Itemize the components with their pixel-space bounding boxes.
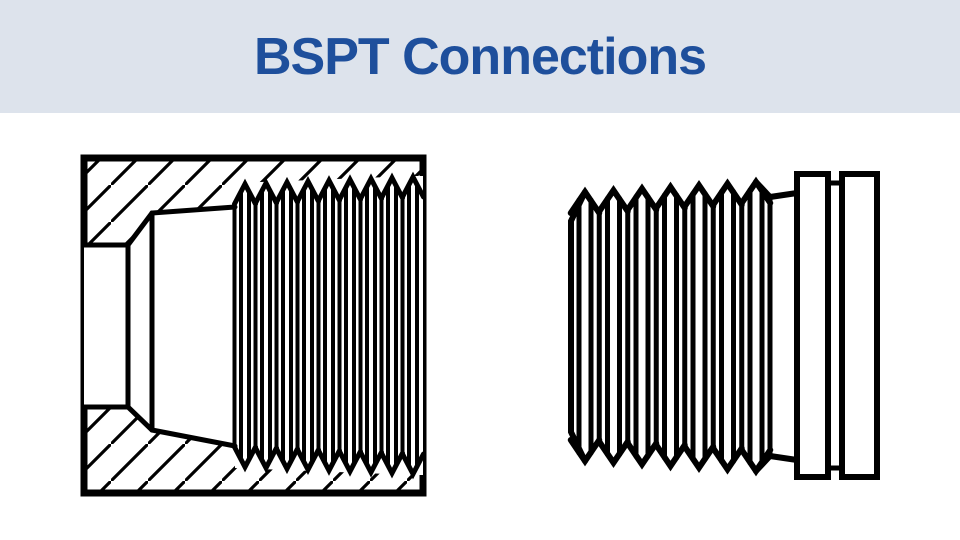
- thread-crest-bottom: [400, 451, 426, 480]
- thread-crest-bottom: [624, 440, 660, 470]
- thread-crest-top: [316, 175, 342, 203]
- thread-crest-top: [596, 184, 631, 215]
- thread-crest-top: [274, 176, 300, 205]
- male-tip-chamfer: [568, 189, 588, 464]
- thread-crest-bottom: [253, 445, 279, 474]
- thread-crest-top: [681, 179, 717, 210]
- thread-crest-bottom: [316, 448, 342, 476]
- male-fitting-drawing: [567, 171, 880, 480]
- page-title: BSPT Connections: [253, 27, 707, 86]
- header-band: BSPT Connections: [0, 0, 960, 113]
- thread-crest-bottom: [274, 446, 300, 475]
- female-internal-threads: [232, 171, 426, 480]
- female-fitting-drawing: [80, 154, 427, 497]
- thread-crest-bottom: [337, 448, 363, 477]
- thread-crest-top: [653, 181, 688, 211]
- thread-crest-bottom: [358, 449, 384, 478]
- collar-ring-1: [794, 171, 831, 480]
- thread-crest-top: [253, 177, 279, 206]
- thread-crest-bottom: [596, 438, 631, 469]
- male-external-threads: [567, 176, 774, 477]
- thread-crest-bottom: [681, 443, 717, 474]
- male-shoulder: [753, 179, 800, 474]
- thread-crest-top: [232, 178, 258, 207]
- bore-bottom-line: [81, 404, 238, 449]
- thread-crest-top: [400, 171, 426, 200]
- collar-ring-2: [839, 171, 880, 480]
- bore-top-line: [81, 204, 238, 248]
- thread-crest-top: [295, 175, 321, 204]
- thread-crest-bottom: [232, 444, 258, 473]
- thread-crest-bottom: [295, 447, 321, 476]
- thread-crest-top: [337, 174, 363, 203]
- thread-crest-top: [379, 172, 405, 201]
- thread-crest-top: [624, 183, 660, 213]
- female-bore-outline-lines: [81, 204, 238, 449]
- thread-crest-top: [710, 178, 745, 208]
- thread-crest-top: [358, 173, 384, 202]
- thread-crest-bottom: [710, 445, 745, 475]
- thread-crest-bottom: [653, 442, 688, 472]
- thread-crest-bottom: [379, 450, 405, 479]
